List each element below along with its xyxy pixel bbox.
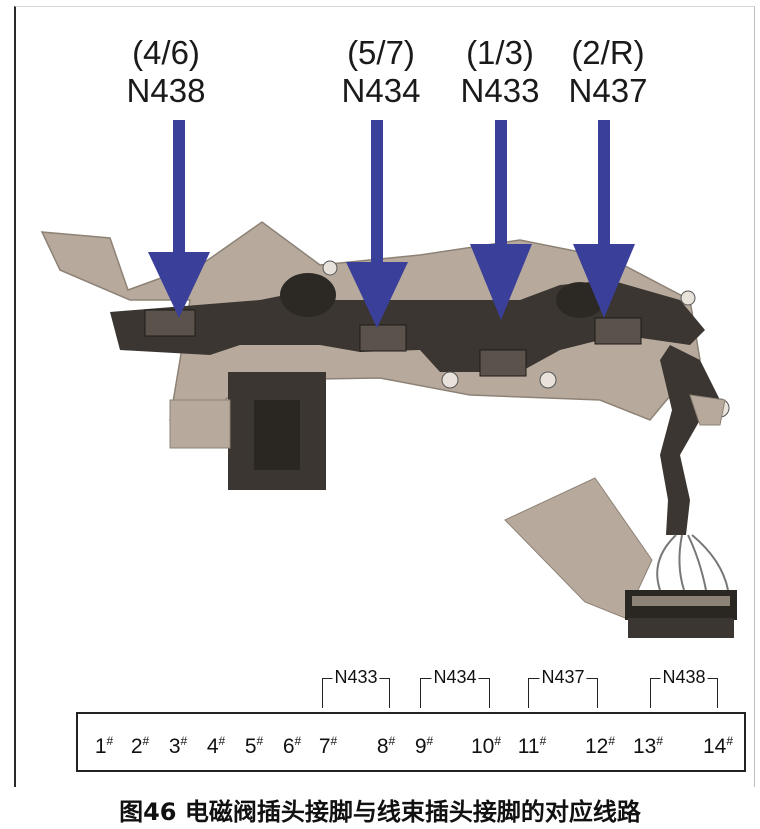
mount-hole (441, 371, 459, 389)
mount-hole (680, 290, 696, 306)
arrow-n434 (346, 120, 408, 328)
gear-label: (4/6) (132, 34, 200, 71)
gear-label: (1/3) (466, 34, 534, 71)
valve-cap (280, 273, 336, 317)
pin-14: 14# (702, 734, 734, 758)
valve-label: N434 (341, 72, 421, 109)
wire-harness (660, 345, 720, 535)
pin-3: 3# (168, 734, 188, 758)
valve-label: N433 (460, 72, 540, 109)
label-n437: (2/R) N437 (569, 34, 648, 110)
mount-hole (539, 371, 557, 389)
bracket-label: N438 (660, 667, 708, 688)
connector-n438 (144, 309, 196, 337)
label-n434: (5/7) N434 (342, 34, 421, 110)
solenoid-valve-assembly (40, 221, 737, 638)
pin-11: 11# (517, 734, 547, 758)
connector-n437 (594, 317, 642, 345)
pin-9: 9# (414, 734, 434, 758)
pin-2: 2# (130, 734, 150, 758)
pin-8: 8# (376, 734, 396, 758)
valve-cap (556, 282, 604, 318)
protective-flap (504, 477, 653, 619)
pin-5: 5# (244, 734, 264, 758)
arrow-n437 (573, 120, 635, 318)
pin-4: 4# (206, 734, 226, 758)
bracket-n434: N434 (420, 667, 490, 708)
connector-n433 (479, 349, 527, 377)
gear-label: (5/7) (347, 34, 415, 71)
arrow-n438 (148, 120, 210, 318)
bracket-n433: N433 (322, 667, 390, 708)
harness-pin-strip: 1# 2# 3# 4# 5# 6# 7# 8# 9# 10# 11# 12# 1… (76, 712, 746, 772)
bracket-label: N437 (539, 667, 587, 688)
pin-13: 13# (632, 734, 664, 758)
label-n433: (1/3) N433 (461, 34, 540, 110)
connector-n434 (359, 324, 407, 352)
pin-7: 7# (318, 734, 338, 758)
valve-label: N437 (568, 72, 648, 109)
label-n438: (4/6) N438 (127, 34, 206, 110)
pin-10: 10# (470, 734, 502, 758)
gear-label: (2/R) (571, 34, 645, 71)
pin-1: 1# (94, 734, 114, 758)
pin-6: 6# (282, 734, 302, 758)
bracket-label: N434 (431, 667, 479, 688)
solenoid-rail (110, 280, 705, 372)
bracket-n438: N438 (650, 667, 718, 708)
figure-caption: 图46 电磁阀插头接脚与线束插头接脚的对应线路 (119, 798, 641, 826)
bracket-n437: N437 (528, 667, 598, 708)
bracket-label: N433 (332, 667, 380, 688)
mount-hole (322, 260, 338, 276)
arrow-n433 (470, 120, 532, 320)
pin-12: 12# (584, 734, 616, 758)
valve-label: N438 (126, 72, 206, 109)
